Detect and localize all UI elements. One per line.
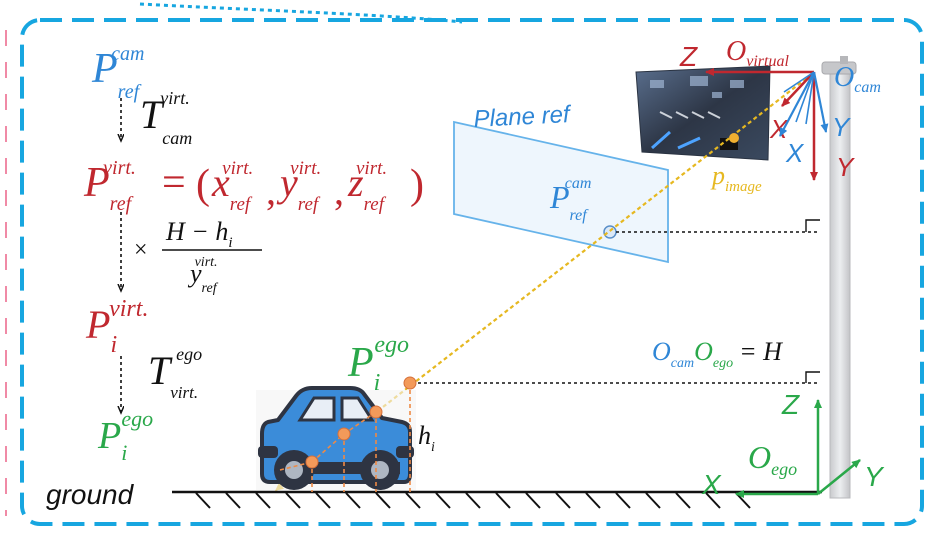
eq-y-component: yrefvirt. <box>276 158 321 215</box>
ground-hatching <box>195 492 751 509</box>
reference-plane: Plane ref Prefcam <box>453 101 669 264</box>
ground: ground <box>46 479 822 510</box>
plane-intersection-point <box>603 225 617 239</box>
camera-x-axis <box>779 71 815 137</box>
o-ego-label: Oego <box>748 439 797 479</box>
eq-paren-close: ) <box>410 162 424 208</box>
outer-frame <box>20 18 924 526</box>
eq-p-ref-cam: Prefcam <box>91 43 144 103</box>
camera-pole <box>821 56 857 499</box>
eq-comma-2: , <box>334 168 344 213</box>
virtual-x-axis <box>781 71 815 107</box>
eq-x-component: xrefvirt. <box>211 158 253 215</box>
camera-y-label: Y <box>832 112 851 142</box>
image-point <box>729 133 739 143</box>
equation-chain: Prefcam Tcamvirt. Prefvirt. = ( xrefvirt… <box>83 43 424 465</box>
car-sample-points <box>279 376 417 492</box>
o-cam-label: Ocam <box>834 62 881 96</box>
h-i-label: hi <box>418 421 435 455</box>
ego-y-label: Y <box>864 461 885 492</box>
camera-image <box>635 65 771 161</box>
eq-paren-open: ( <box>196 162 210 208</box>
eq-fraction-denominator: yrefvirt. <box>187 255 219 296</box>
plane-point-label: Prefcam <box>549 175 591 224</box>
eq-t-cam-virt: Tcamvirt. <box>140 88 192 148</box>
ego-axes: Z X Y Oego <box>701 389 885 500</box>
eq-virtual-coordinates: Prefvirt. = ( xrefvirt. , yrefvirt. , zr… <box>83 157 424 215</box>
eq-fraction-numerator: H − hi <box>165 217 233 251</box>
camera-x-label: X <box>785 138 805 168</box>
height-equation: OcamOego= H <box>652 337 783 371</box>
projection-ray <box>275 73 813 491</box>
top-connector-line <box>139 2 463 24</box>
virtual-z-label: Z <box>679 41 698 72</box>
car-icon <box>256 386 416 490</box>
ego-z-label: Z <box>781 389 800 420</box>
camera-fan-line-2 <box>805 71 815 125</box>
eq-scale-factor: × H − hi yrefvirt. <box>134 217 262 296</box>
camera-y-axis <box>812 71 829 133</box>
eq-comma-1: , <box>266 168 276 213</box>
camera-fan-line-3 <box>783 71 815 93</box>
eq-p-ref-virt: Prefvirt. <box>83 157 136 215</box>
virtual-y-label: Y <box>836 152 855 182</box>
camera-fan-line-1 <box>795 71 815 123</box>
eq-p-i-virt: Pivirt. <box>85 296 148 358</box>
right-angle-mark-lower <box>805 371 820 383</box>
o-virtual-label: Ovirtual <box>726 36 789 70</box>
right-angle-mark-upper <box>805 219 820 232</box>
eq-t-virt-ego: Tvirt.ego <box>148 344 202 402</box>
plane-ref-label: Plane ref <box>473 101 573 133</box>
p-image-label: pimage <box>710 161 762 195</box>
eq-p-i-ego: Piego <box>97 406 153 465</box>
eq-times: × <box>134 237 148 263</box>
ego-y-axis <box>817 459 861 495</box>
camera-axes: X Y Ocam <box>779 62 881 168</box>
p-i-ego-label: Piego <box>347 332 409 396</box>
ego-x-label: X <box>701 469 722 500</box>
eq-z-component: zrefvirt. <box>347 158 387 215</box>
ground-label: ground <box>46 479 135 510</box>
eq-equals: = <box>162 160 186 206</box>
